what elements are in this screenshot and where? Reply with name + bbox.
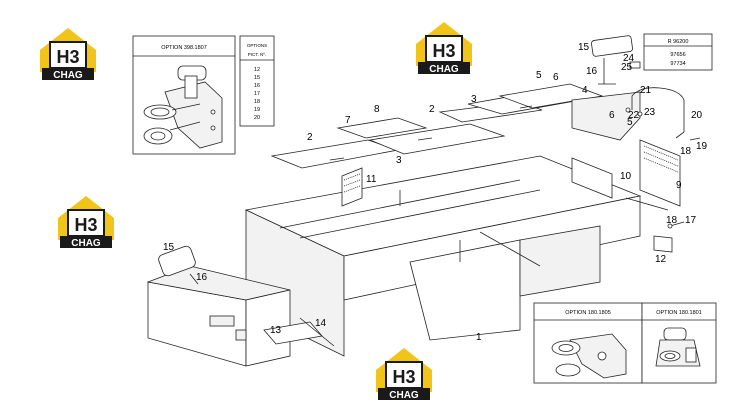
options-table-row: 17 [254,91,260,97]
callout-19: 19 [696,141,708,152]
callout-23: 23 [644,107,656,118]
logo-text-h3: H3 [432,41,455,61]
options-table-row: 12 [254,67,260,73]
callout-2: 2 [429,104,435,115]
options-table-row: 18 [254,99,260,105]
reference-box: R 96200 97656 97734 [643,33,713,71]
mirror-hardware-top [591,35,701,141]
callout-16: 16 [196,272,208,283]
callout-7: 7 [345,115,351,126]
callout-12: 12 [655,254,667,265]
callout-16: 16 [586,66,598,77]
callout-8: 8 [374,104,380,115]
callout-6: 6 [553,72,559,83]
callout-15: 15 [578,42,590,53]
options-table-subheader: PICT. Nº. [248,52,266,57]
options-table-row: 20 [254,115,260,121]
option-box-title: OPTION 180.1801 [656,310,702,316]
option-box-title: OPTION 180.1805 [565,310,611,316]
callout-24: 24 [623,53,635,64]
callout-10: 10 [620,171,632,182]
options-table-header: OPTIONS [247,43,267,48]
logo-text-h3: H3 [74,215,97,235]
callout-6: 6 [609,110,615,121]
tow-hitch-drawing [655,327,701,367]
options-table-row: 15 [254,75,260,81]
logo-text-chag: CHAG [429,64,459,75]
callout-21: 21 [640,85,652,96]
logo-text-chag: CHAG [53,70,83,81]
callout-15: 15 [163,242,175,253]
callout-4: 4 [582,85,588,96]
callout-2: 2 [307,132,313,143]
logo-text-h3: H3 [56,47,79,67]
callout-11: 11 [366,174,377,185]
reference-code: R 96200 [668,39,689,45]
option-box-180-1805: OPTION 180.1805 [533,302,643,384]
logo-text-chag: CHAG [389,390,419,401]
tow-hitch-drawing [551,333,627,379]
option-box-title: OPTION 398.1807 [161,45,207,51]
callout-5: 5 [536,70,542,81]
callout-22: 22 [628,110,640,121]
options-table-row: 19 [254,107,260,113]
options-table: OPTIONS PICT. Nº. 12 15 16 17 18 19 20 [239,35,275,127]
callout-25: 25 [621,62,633,73]
callout-18: 18 [666,215,678,226]
mesh-grille-left [341,167,363,207]
logo-watermark-top-left: H3 CHAG [40,28,96,81]
logo-text-h3: H3 [392,367,415,387]
callout-1: 1 [476,332,482,343]
front-step-assembly [146,245,335,367]
logo-watermark-top-center: H3 CHAG [416,22,472,75]
callout-9: 9 [676,180,682,191]
reference-code: 97656 [670,52,685,58]
option-box-180-1801: OPTION 180.1801 [641,302,717,384]
callout-3: 3 [471,94,477,105]
callout-5: 5 [627,117,633,128]
tow-hitch-drawing [143,65,223,149]
reference-code: 97734 [670,61,685,67]
mesh-grille-right [643,145,679,173]
callout-20: 20 [691,110,703,121]
callout-17: 17 [685,215,697,226]
logo-text-chag: CHAG [71,238,101,249]
callout-3: 3 [396,155,402,166]
option-box-398-1807: OPTION 398.1807 [132,35,236,155]
logo-watermark-bottom-center: H3 CHAG [376,348,432,401]
top-cover-panels [270,83,641,169]
callout-13: 13 [270,325,282,336]
callout-labels: 1 2 2 3 3 4 5 6 6 7 8 9 10 11 12 13 14 1… [163,42,708,343]
logo-watermark-mid-left: H3 CHAG [58,196,114,249]
options-table-row: 16 [254,83,260,89]
callout-14: 14 [315,318,327,329]
callout-18: 18 [680,146,692,157]
